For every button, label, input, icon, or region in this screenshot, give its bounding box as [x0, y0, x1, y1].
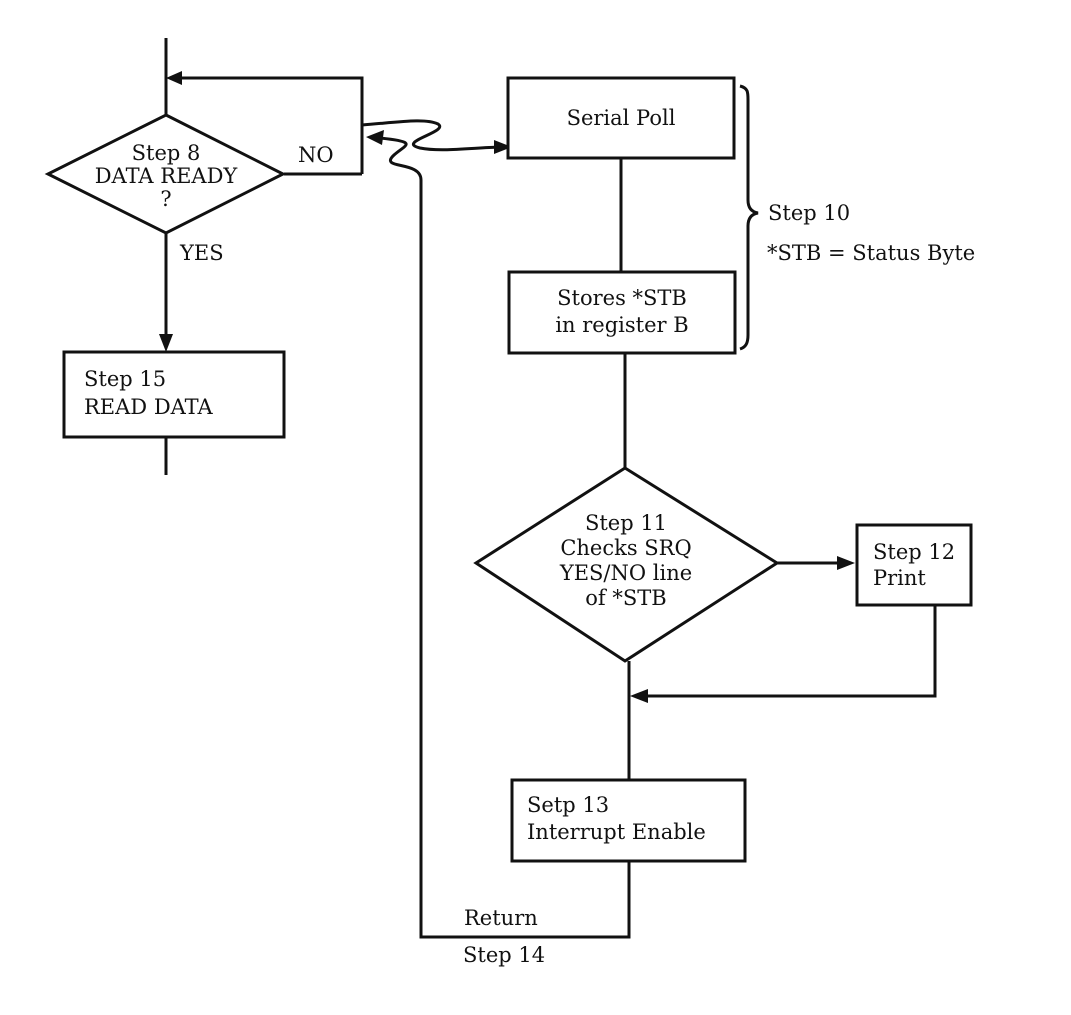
- return-label: Return: [464, 906, 538, 930]
- step11-line1: Step 11: [585, 511, 667, 535]
- step8-line1: Step 8: [132, 141, 201, 165]
- step12-box: [855, 523, 973, 607]
- step15-line2: READ DATA: [84, 395, 214, 419]
- step13-box: [510, 778, 747, 863]
- step11-decision: [473, 466, 780, 663]
- return-loop-line: [419, 861, 631, 939]
- no-label: NO: [298, 143, 334, 167]
- step13-line2: Interrupt Enable: [527, 820, 706, 844]
- arrowhead-yes: [159, 334, 173, 352]
- arrowhead-merge: [630, 689, 648, 703]
- step12-line2: Print: [873, 566, 926, 590]
- return-wavy-line: [379, 136, 423, 880]
- step14-label: Step 14: [463, 943, 545, 967]
- stores-line1: Stores *STB: [557, 286, 687, 310]
- no-loop-line: [175, 76, 364, 174]
- yes-label: YES: [179, 241, 224, 265]
- step15-line1: Step 15: [84, 367, 166, 391]
- step8-line2: DATA READY: [95, 164, 239, 188]
- arrowhead-step12: [837, 556, 855, 570]
- step11-line4: of *STB: [585, 586, 666, 610]
- step12-line1: Step 12: [873, 540, 955, 564]
- step10-line1: Step 10: [768, 201, 850, 225]
- stores-line2: in register B: [555, 313, 688, 337]
- step12-return-line: [640, 605, 937, 698]
- step11-line2: Checks SRQ: [560, 536, 691, 560]
- step8-line3: ?: [160, 187, 171, 211]
- arrowhead-serial-poll: [494, 140, 512, 154]
- step10-brace: [739, 84, 759, 351]
- step15-box: [62, 350, 286, 439]
- arrowhead-loop: [166, 71, 182, 85]
- arrowhead-return: [366, 130, 384, 145]
- step10-line2: *STB = Status Byte: [767, 241, 975, 265]
- serial-poll-label: Serial Poll: [567, 106, 676, 130]
- interrupt-wavy-line: [361, 119, 501, 152]
- step13-line1: Setp 13: [527, 793, 609, 817]
- step11-line3: YES/NO line: [559, 561, 692, 585]
- stores-stb-box: [507, 270, 737, 355]
